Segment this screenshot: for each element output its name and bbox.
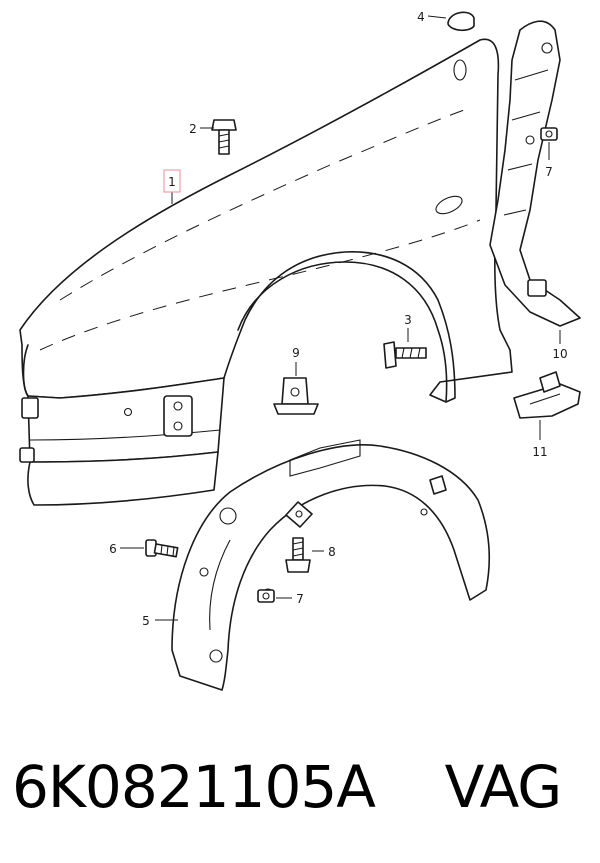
callout-4: 4: [417, 10, 425, 24]
nut-part-7-upper: [540, 127, 558, 141]
callout-2: 2: [189, 122, 197, 136]
callout-9: 9: [292, 346, 300, 360]
bolt-part-3: [383, 341, 427, 369]
part-number-caption: 6K0821105A VAG: [12, 758, 562, 816]
fender-bracket-strip: [489, 20, 581, 327]
callout-11: 11: [532, 445, 547, 459]
callout-10: 10: [552, 347, 567, 361]
callout-1: 1: [168, 175, 176, 189]
bolt-part-2: [211, 119, 237, 155]
bolt-part-8: [285, 537, 311, 573]
bolt-part-6: [145, 539, 179, 558]
fender-panel: [19, 38, 513, 506]
callout-8: 8: [328, 545, 336, 559]
part-number: 6K0821105A: [12, 753, 376, 821]
cap-part-4: [447, 11, 475, 32]
callout-3: 3: [404, 313, 412, 327]
callout-7-lower: 7: [296, 592, 304, 606]
callout-6: 6: [109, 542, 117, 556]
brand-name: VAG: [444, 753, 563, 821]
callout-5: 5: [142, 614, 150, 628]
callout-7-upper: 7: [545, 165, 553, 179]
clip-nut-part-9: [273, 377, 319, 415]
bracket-part-11: [513, 371, 581, 419]
nut-part-7-lower: [257, 589, 275, 603]
exploded-parts-diagram: 1 2 3 4 5 6 7 8 7 9 10 11: [19, 10, 581, 691]
wheel-housing-liner: [171, 439, 491, 691]
